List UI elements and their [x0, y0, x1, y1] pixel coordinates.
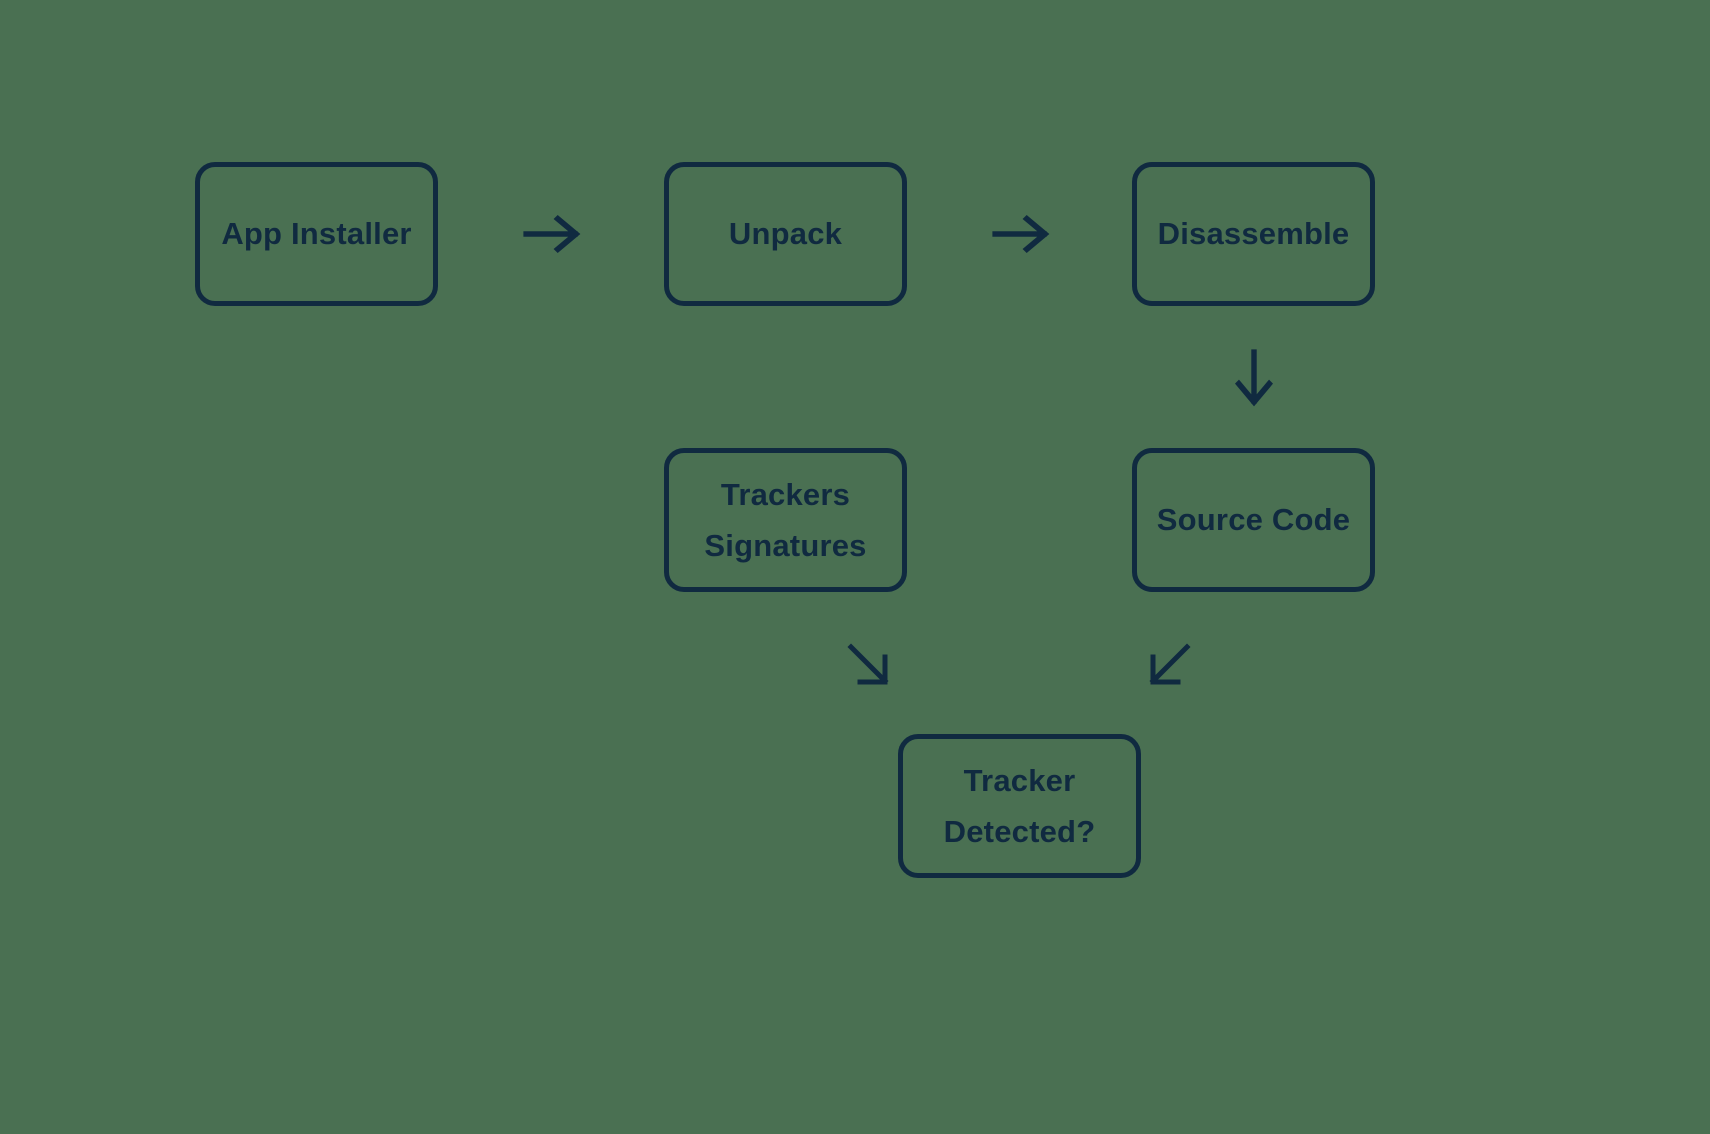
node-label-disassemble: Disassemble: [1157, 216, 1350, 252]
node-label-source-code: Source Code: [1156, 502, 1351, 538]
node-label-tracker-detected: Tracker Detected?: [943, 762, 1096, 849]
arrow-signatures-to-tracker-detected: [845, 641, 893, 689]
node-tracker-detected[interactable]: Tracker Detected?: [898, 734, 1141, 878]
node-disassemble[interactable]: Disassemble: [1132, 162, 1375, 306]
node-trackers-signatures[interactable]: Trackers Signatures: [664, 448, 907, 592]
arrow-unpack-to-disassemble: [992, 208, 1051, 260]
node-label-trackers-signatures: Trackers Signatures: [704, 476, 867, 563]
node-label-unpack: Unpack: [728, 216, 843, 252]
node-label-app-installer: App Installer: [221, 216, 412, 252]
arrow-source-code-to-tracker-detected: [1145, 641, 1193, 689]
arrow-app-installer-to-unpack: [523, 208, 582, 260]
node-unpack[interactable]: Unpack: [664, 162, 907, 306]
node-app-installer[interactable]: App Installer: [195, 162, 438, 306]
node-source-code[interactable]: Source Code: [1132, 448, 1375, 592]
arrow-disassemble-to-source-code: [1228, 349, 1280, 408]
